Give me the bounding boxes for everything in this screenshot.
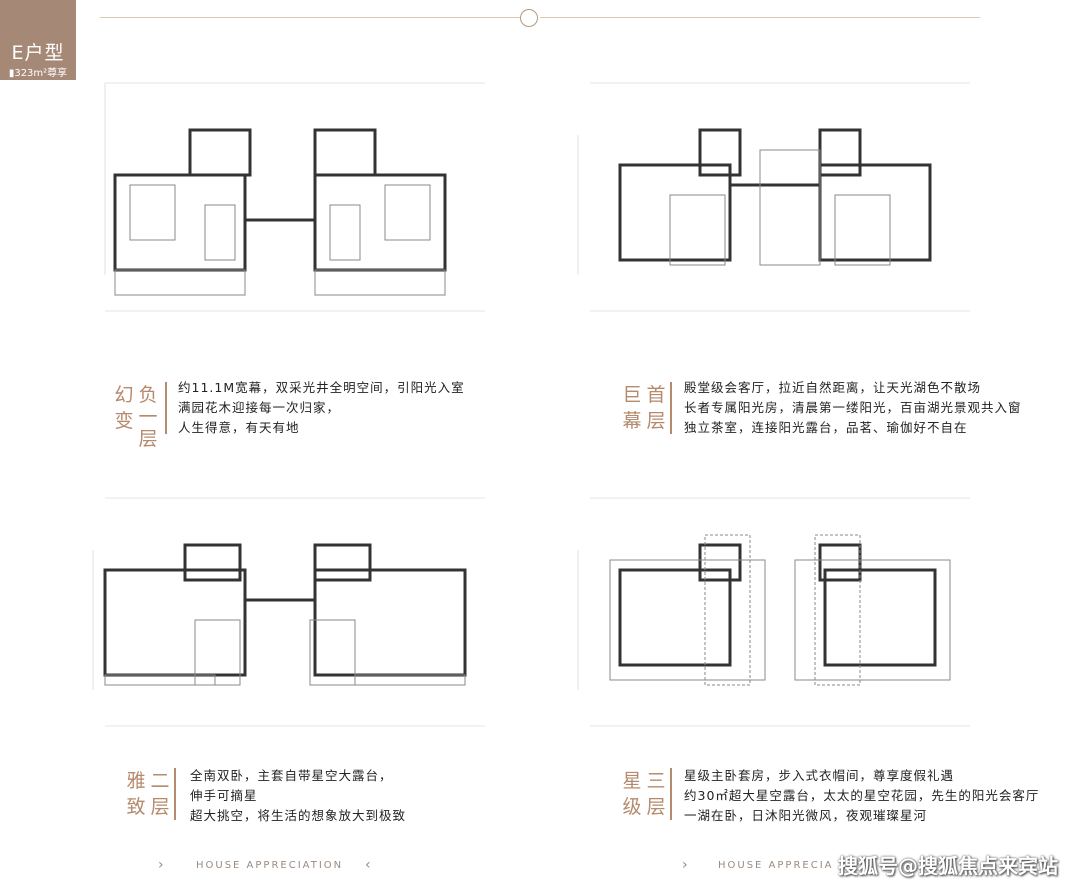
floor-plan-f1 <box>577 82 970 312</box>
title-divider <box>165 382 167 434</box>
title-char: 致 <box>126 796 146 818</box>
title-char: 巨 <box>622 384 642 406</box>
title-char: 二 <box>150 770 170 792</box>
title-char: 首 <box>646 384 666 406</box>
title-char: 幻 <box>114 384 134 406</box>
emblem-icon <box>520 9 538 27</box>
chevron-left-icon: ‹ <box>365 857 371 873</box>
unit-type-area: ▮323m²尊享 <box>8 68 68 79</box>
footer-label-right: HOUSE APPRECIA <box>718 860 834 871</box>
chevron-right-icon: › <box>158 857 164 873</box>
title-char: 星 <box>622 770 642 792</box>
desc-line: 星级主卧套房，步入式衣帽间，尊享度假礼遇 <box>684 768 955 783</box>
title-char: 层 <box>150 796 170 818</box>
floor-desc-f1: 殿堂级会客厅，拉近自然距离，让天光湖色不散场 长者专属阳光房，清晨第一缕阳光，百… <box>684 378 1022 438</box>
title-char: 负 <box>138 384 158 406</box>
desc-line: 一湖在卧，日沐阳光微风，夜观璀璨星河 <box>684 808 928 823</box>
title-divider <box>670 382 672 434</box>
desc-line: 人生得意，有天有地 <box>178 420 300 435</box>
unit-type-tag: E户型 ▮323m²尊享 <box>0 0 76 80</box>
desc-line: 满园花木迎接每一次归家， <box>178 400 341 415</box>
floor-desc-f2: 全南双卧，主套自带星空大露台， 伸手可摘星 超大挑空，将生活的想象放大到极致 <box>190 766 406 826</box>
title-divider <box>670 768 672 820</box>
desc-line: 全南双卧，主套自带星空大露台， <box>190 768 393 783</box>
title-char: 幕 <box>622 410 642 432</box>
floor-desc-f3: 星级主卧套房，步入式衣帽间，尊享度假礼遇 约30㎡超大星空露台，太太的星空花园，… <box>684 766 1039 826</box>
title-char: 雅 <box>126 770 146 792</box>
title-char: 变 <box>114 410 134 432</box>
title-char: 级 <box>622 796 642 818</box>
desc-line: 独立茶室，连接阳光露台，品茗、瑜伽好不自在 <box>684 420 968 435</box>
title-char: 层 <box>138 428 158 450</box>
desc-line: 超大挑空，将生活的想象放大到极致 <box>190 808 407 823</box>
title-char: 层 <box>646 410 666 432</box>
title-char: 层 <box>646 796 666 818</box>
watermark: 搜狐号@搜狐焦点来宾站 <box>838 854 1058 878</box>
desc-line: 伸手可摘星 <box>190 788 258 803</box>
header-rule-left <box>100 17 520 18</box>
title-char: 一 <box>138 406 158 428</box>
title-char: 三 <box>646 770 666 792</box>
desc-line: 殿堂级会客厅，拉近自然距离，让天光湖色不散场 <box>684 380 982 395</box>
chevron-right-icon: › <box>682 857 688 873</box>
footer-label-left: HOUSE APPRECIATION <box>196 860 344 871</box>
unit-type-title: E户型 <box>11 42 65 64</box>
floor-plan-f2 <box>92 497 485 727</box>
floor-plan-b1 <box>104 82 485 312</box>
desc-line: 约30㎡超大星空露台，太太的星空花园，先生的阳光会客厅 <box>684 788 1040 803</box>
floor-plan-f3 <box>577 497 970 727</box>
title-divider <box>174 768 176 820</box>
desc-line: 长者专属阳光房，清晨第一缕阳光，百亩湖光景观共入窗 <box>684 400 1022 415</box>
header-rule-right <box>540 17 980 18</box>
desc-line: 约11.1M宽幕，双采光井全明空间，引阳光入室 <box>178 380 465 395</box>
floor-desc-b1: 约11.1M宽幕，双采光井全明空间，引阳光入室 满园花木迎接每一次归家， 人生得… <box>178 378 465 438</box>
